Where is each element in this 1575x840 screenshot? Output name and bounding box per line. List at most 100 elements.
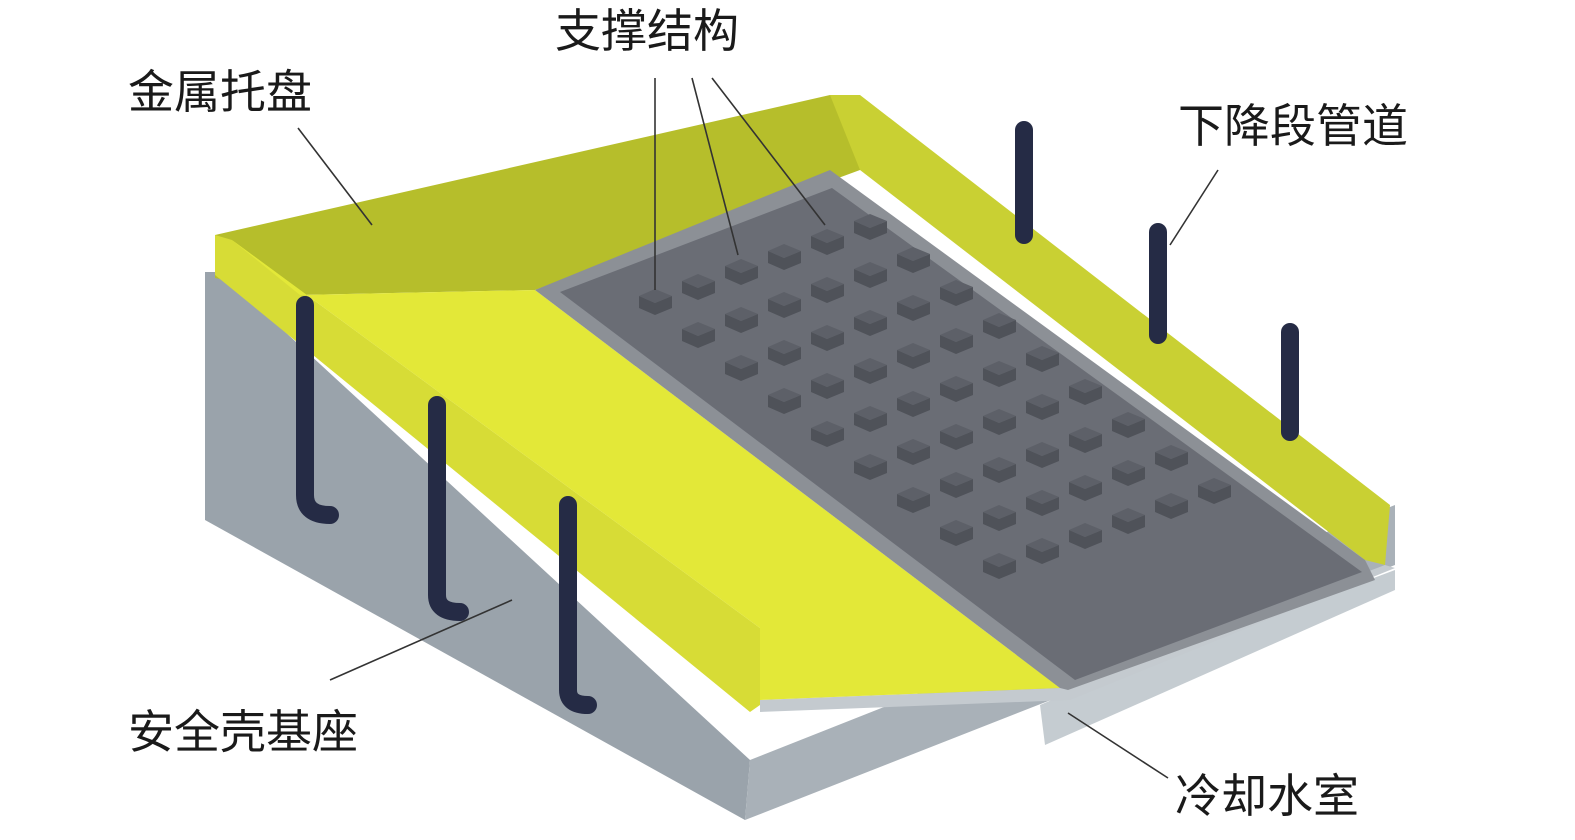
support-block-side <box>639 296 672 315</box>
support-block-top <box>897 295 930 309</box>
leader-support-2 <box>691 77 739 256</box>
support-block-side <box>854 317 887 336</box>
support-block-top <box>983 361 1016 375</box>
label-cooling-water-chamber: 冷却水室 <box>1175 769 1359 823</box>
support-block <box>682 274 715 300</box>
support-block-side <box>1026 449 1059 468</box>
support-block <box>1069 379 1102 405</box>
support-block <box>897 247 930 273</box>
leader-containment-base <box>329 599 513 681</box>
support-block-side <box>940 527 973 546</box>
support-block <box>1026 346 1059 372</box>
support-block-side <box>725 266 758 285</box>
support-block-top <box>1026 538 1059 552</box>
support-block <box>811 421 844 447</box>
support-block <box>854 310 887 336</box>
support-block-top <box>811 325 844 339</box>
support-block <box>940 376 973 402</box>
support-block-top <box>768 244 801 258</box>
leader-downcomer <box>1169 169 1219 246</box>
support-block-side <box>1026 497 1059 516</box>
support-block-side <box>725 362 758 381</box>
support-block-side <box>1026 401 1059 420</box>
support-block <box>983 409 1016 435</box>
support-block <box>1069 523 1102 549</box>
support-block <box>854 358 887 384</box>
support-block-side <box>1069 386 1102 405</box>
support-block-side <box>811 380 844 399</box>
support-block <box>639 289 672 315</box>
support-block-top <box>682 274 715 288</box>
cooling-chamber-opening <box>1040 570 1395 745</box>
support-block-top <box>811 277 844 291</box>
support-block-top <box>811 229 844 243</box>
support-block-top <box>983 313 1016 327</box>
tray-sloped-floor <box>232 240 1060 700</box>
support-block <box>811 325 844 351</box>
support-block <box>940 328 973 354</box>
support-block-top <box>1112 508 1145 522</box>
support-block-top <box>940 328 973 342</box>
support-block <box>811 229 844 255</box>
support-block <box>1155 493 1188 519</box>
support-block-side <box>682 329 715 348</box>
label-downcomer-pipe: 下降段管道 <box>1178 99 1408 153</box>
support-block-side <box>768 251 801 270</box>
support-block-top <box>811 373 844 387</box>
support-block <box>854 262 887 288</box>
support-block-top <box>897 391 930 405</box>
support-block-side <box>854 461 887 480</box>
support-block-top <box>983 457 1016 471</box>
support-block-top <box>897 487 930 501</box>
support-block-side <box>854 365 887 384</box>
support-block-side <box>983 416 1016 435</box>
support-block-top <box>854 214 887 228</box>
support-block-side <box>897 446 930 465</box>
support-block <box>768 388 801 414</box>
tray-dark-floor <box>535 170 1375 690</box>
support-block-side <box>1155 452 1188 471</box>
support-block-top <box>1112 460 1145 474</box>
support-block-side <box>983 512 1016 531</box>
support-block-side <box>1026 353 1059 372</box>
support-block-top <box>983 409 1016 423</box>
support-block <box>1069 475 1102 501</box>
support-block <box>725 307 758 333</box>
tray-back-wall <box>215 95 860 295</box>
support-block <box>1112 460 1145 486</box>
support-block <box>682 322 715 348</box>
support-block-top <box>1198 478 1231 492</box>
support-block-side <box>940 287 973 306</box>
support-block <box>983 553 1016 579</box>
support-block-side <box>1069 530 1102 549</box>
support-block-top <box>1069 427 1102 441</box>
support-block-side <box>897 254 930 273</box>
tray-right-wall <box>830 95 1390 565</box>
support-block-side <box>811 332 844 351</box>
support-block-side <box>940 335 973 354</box>
support-block <box>983 457 1016 483</box>
metal-tray <box>215 95 1390 712</box>
label-support-structure: 支撑结构 <box>555 4 739 58</box>
support-block <box>1112 508 1145 534</box>
support-block-top <box>854 262 887 276</box>
support-block-top <box>940 520 973 534</box>
support-block <box>1026 538 1059 564</box>
support-block <box>811 277 844 303</box>
support-block-side <box>1026 545 1059 564</box>
support-block <box>854 406 887 432</box>
support-block-top <box>1026 442 1059 456</box>
support-block-side <box>1112 515 1145 534</box>
support-block-top <box>897 439 930 453</box>
support-block-side <box>897 494 930 513</box>
support-block <box>854 454 887 480</box>
support-block-side <box>768 299 801 318</box>
support-block <box>897 439 930 465</box>
support-block <box>1026 394 1059 420</box>
support-block-side <box>1112 467 1145 486</box>
support-block <box>1155 445 1188 471</box>
support-block <box>725 259 758 285</box>
support-block-side <box>983 368 1016 387</box>
